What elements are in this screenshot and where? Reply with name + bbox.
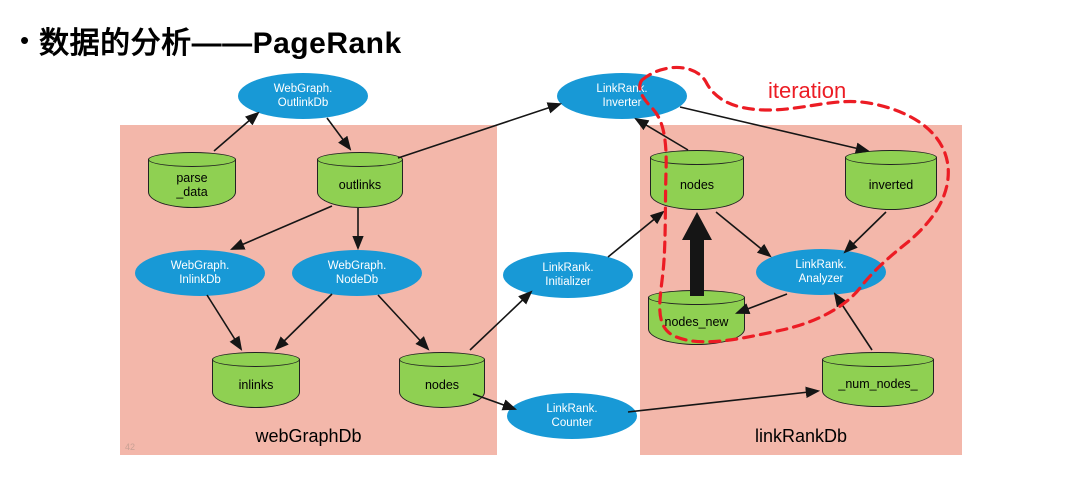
process-label-line: InlinkDb (179, 274, 221, 286)
process-linkrank-counter: LinkRank. Counter (507, 393, 637, 439)
cylinder-top (212, 352, 300, 367)
process-webgraph-inlinkdb: WebGraph. InlinkDb (135, 250, 265, 296)
datastore-nodes-new: nodes_new (648, 290, 745, 345)
process-label-line: LinkRank. (542, 261, 594, 274)
process-label-line: LinkRank. (795, 258, 847, 271)
datastore-label-line: nodes_new (664, 315, 729, 330)
datastore-nodes-link: nodes (650, 150, 744, 210)
process-linkrank-analyzer: LinkRank. Analyzer (756, 249, 886, 295)
process-label-line: WebGraph. (170, 259, 230, 272)
datastore-parse-data: parse _data (148, 152, 236, 208)
process-label-line: NodeDb (335, 274, 379, 286)
datastore-label: nodes_new (648, 303, 745, 343)
cylinder-body (212, 359, 300, 408)
cylinder-body (822, 359, 934, 407)
cylinder-body (399, 359, 485, 408)
datastore-label-line: outlinks (338, 177, 382, 192)
datastore-label: _num_nodes_ (822, 365, 934, 405)
process-webgraph-nodedb: WebGraph. NodeDb (292, 250, 422, 296)
webgraphdb-label: webGraphDb (255, 426, 362, 446)
linkrankdb-label: linkRankDb (754, 426, 848, 446)
process-webgraph-outlinkdb: WebGraph. OutlinkDb (238, 73, 368, 119)
title-bullet: • (20, 25, 30, 55)
datastore-label-line: inlinks (238, 377, 274, 392)
datastore-label: nodes (650, 163, 744, 208)
datastore-label-line: parse (176, 170, 208, 185)
iteration-label: iteration (768, 78, 847, 103)
process-label-line: Analyzer (798, 273, 844, 285)
process-label-line: WebGraph. (273, 82, 333, 95)
page-number: 42 (125, 442, 136, 452)
process-label-line: Counter (551, 417, 593, 429)
title-text: 数据的分析——PageRank (39, 27, 402, 60)
process-linkrank-inverter: LinkRank. Inverter (557, 73, 687, 119)
process-label-line: Inverter (602, 97, 642, 109)
datastore-inlinks: inlinks (212, 352, 300, 408)
process-label-line: LinkRank. (596, 82, 648, 95)
process-label-line: Initializer (545, 276, 591, 288)
datastore-label-line: _data (176, 184, 208, 199)
cylinder-top (399, 352, 485, 367)
datastore-label: parse _data (148, 165, 236, 206)
slide-title: • 数据的分析——PageRank (20, 18, 402, 62)
process-label-line: OutlinkDb (277, 97, 329, 109)
cylinder-body (148, 159, 236, 208)
datastore-label: inverted (845, 163, 937, 208)
cylinder-top (148, 152, 236, 167)
datastore-outlinks: outlinks (317, 152, 403, 208)
datastore-label-line: _num_nodes_ (838, 377, 918, 392)
datastore-num-nodes: _num_nodes_ (822, 352, 934, 407)
process-linkrank-initializer: LinkRank. Initializer (503, 252, 633, 298)
cylinder-body (317, 159, 403, 208)
datastore-inverted: inverted (845, 150, 937, 210)
cylinder-top (822, 352, 934, 367)
process-label-line: LinkRank. (546, 402, 598, 415)
datastore-label: nodes (399, 365, 485, 406)
cylinder-top (317, 152, 403, 167)
datastore-label-line: nodes (424, 377, 460, 392)
process-label-line: WebGraph. (327, 259, 387, 272)
datastore-label: outlinks (317, 165, 403, 206)
datastore-nodes-web: nodes (399, 352, 485, 408)
datastore-label: inlinks (212, 365, 300, 406)
datastore-label-line: nodes (679, 177, 715, 192)
datastore-label-line: inverted (868, 177, 914, 192)
